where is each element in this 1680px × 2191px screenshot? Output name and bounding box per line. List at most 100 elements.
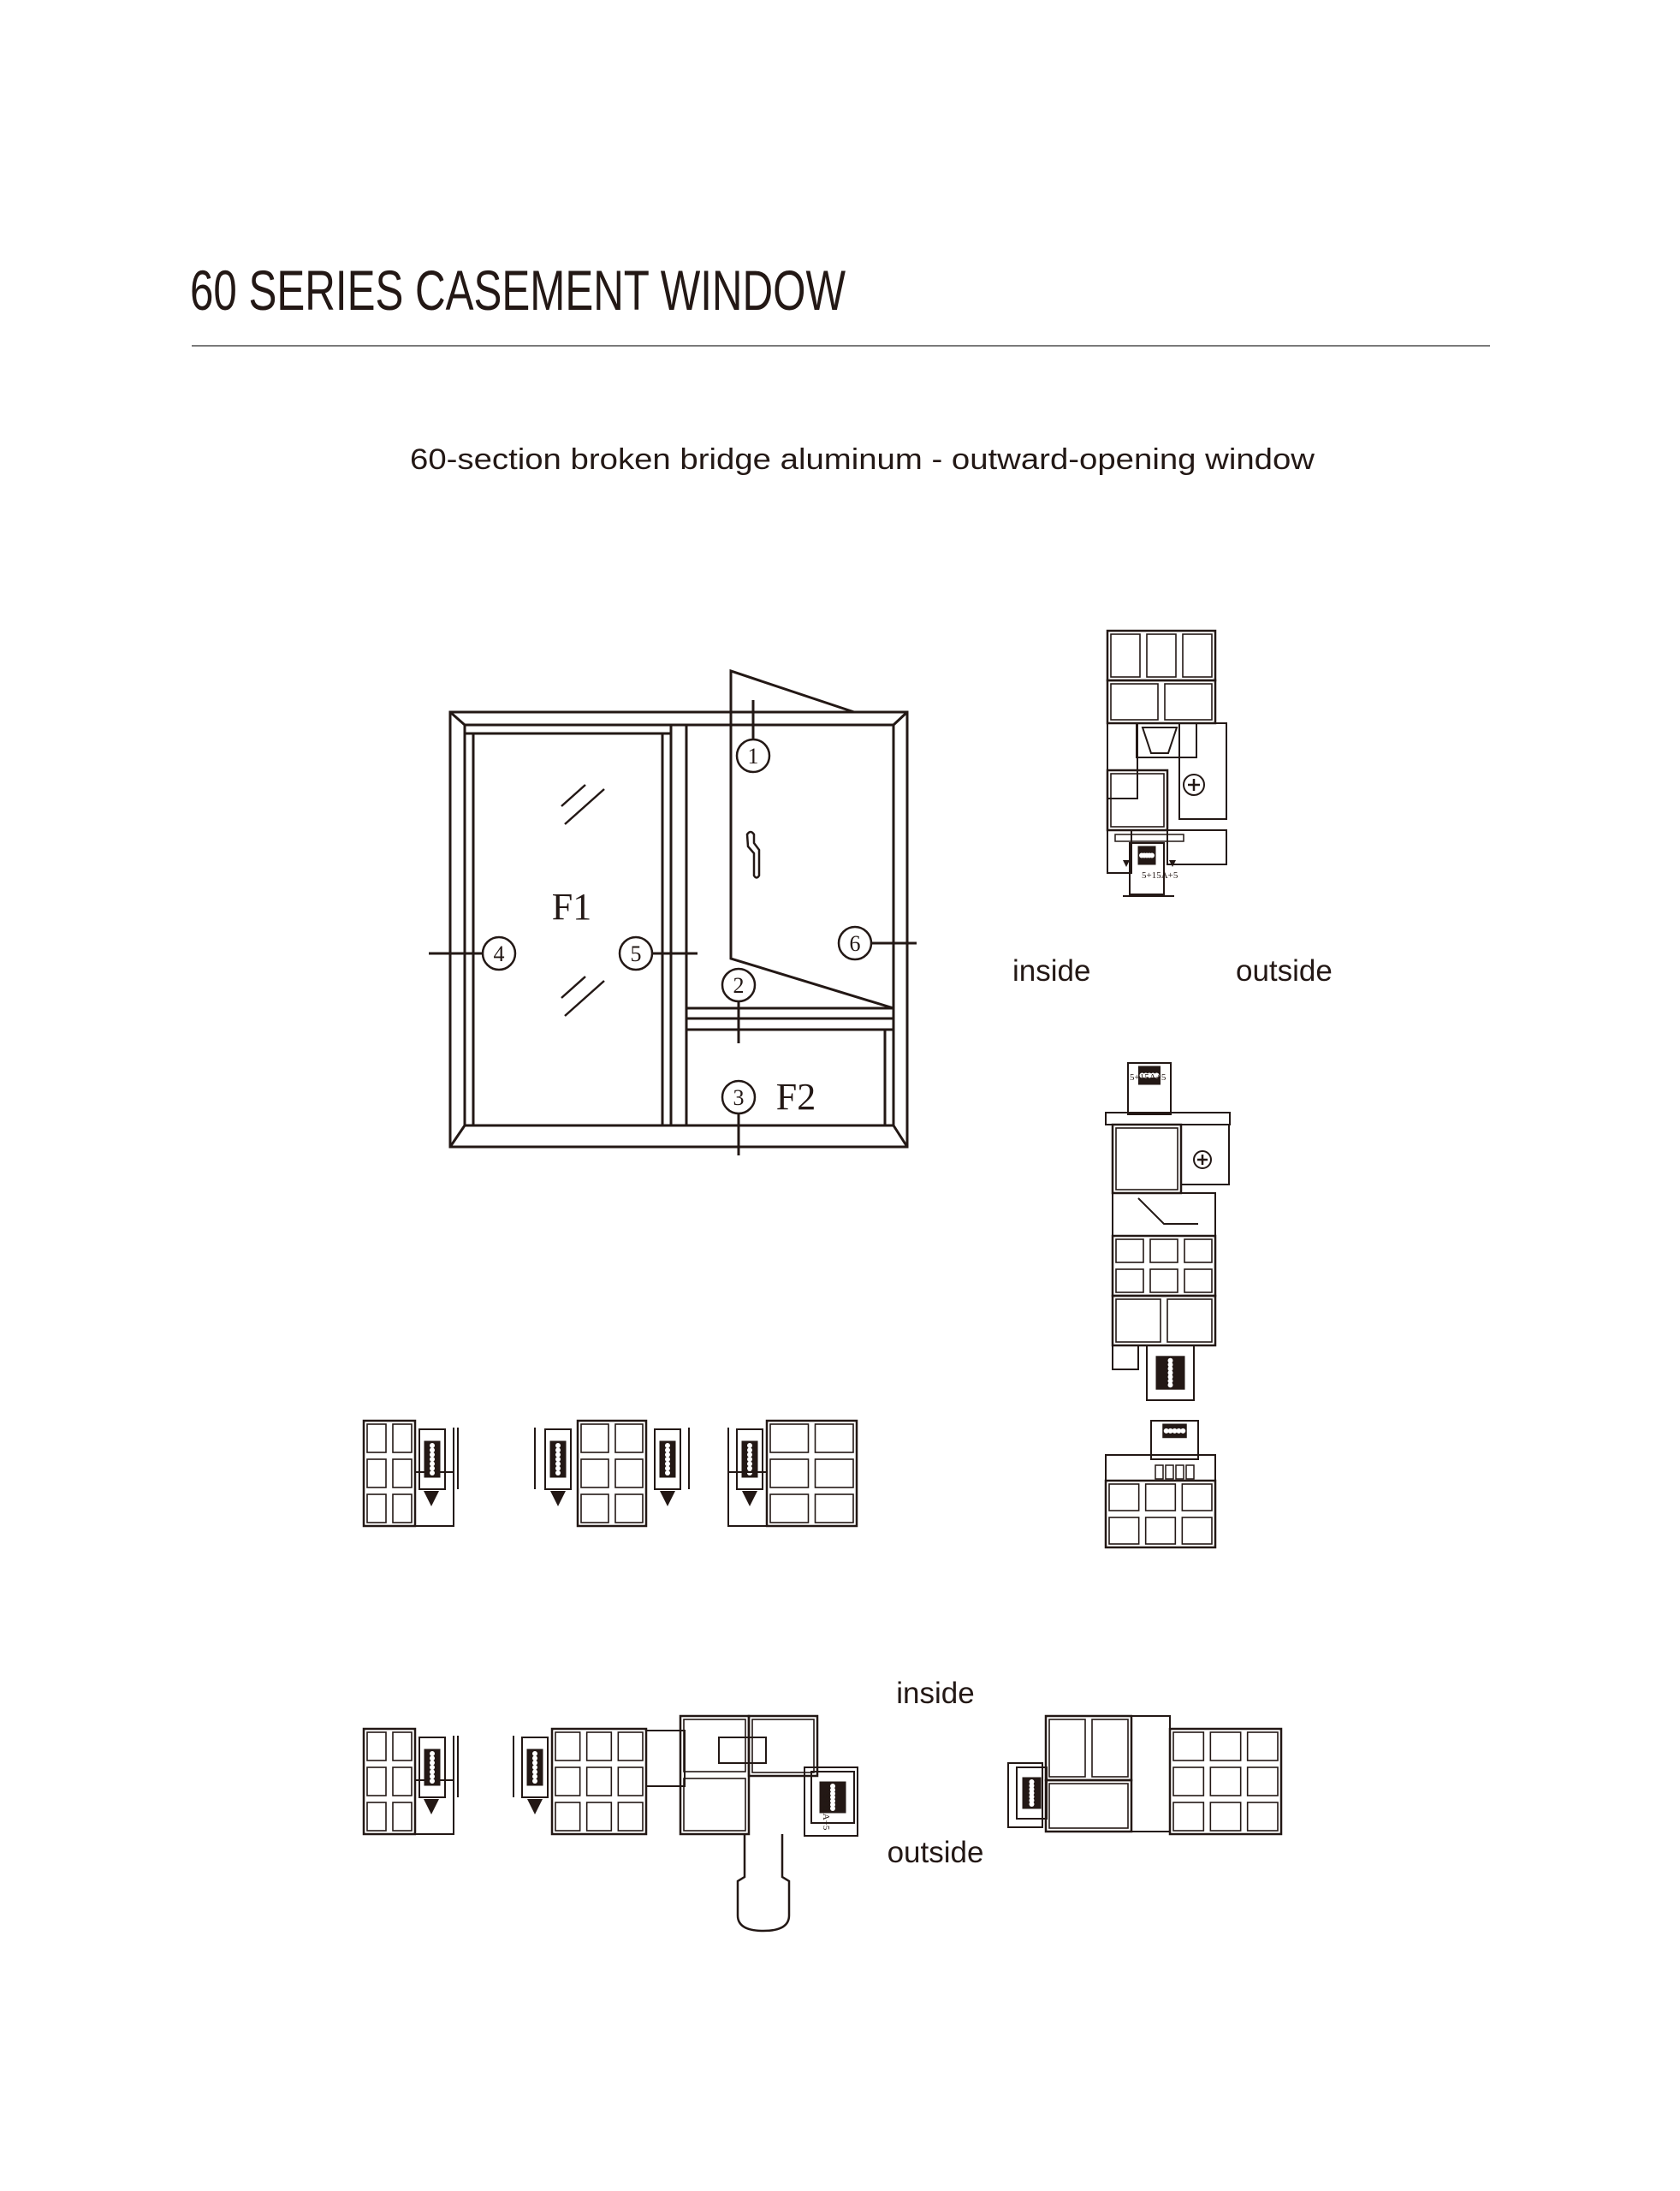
desiccant-dot [1029,1786,1035,1792]
profile-chamber [1246,1731,1279,1761]
desiccant-dot [430,1447,435,1453]
profile-chamber [1172,1802,1205,1832]
glass-unit [654,1428,681,1490]
desiccant-dot [532,1773,537,1779]
desiccant-dot [430,1755,435,1761]
profile-chamber [1172,1766,1205,1796]
profile-chamber [814,1493,854,1523]
outer-frame [448,710,909,1149]
window-handle-icon [736,1834,791,1933]
profile-chamber [1115,1238,1144,1263]
profile-chamber [1172,1731,1205,1761]
gasket [660,1491,675,1506]
glass-unit [736,1428,763,1490]
panel-label-f2: F2 [776,1076,816,1118]
desiccant-dot [747,1461,752,1467]
vertical-section-inside-label: inside [1012,954,1090,988]
profile-chamber [617,1766,644,1796]
desiccant-dot [747,1465,752,1471]
desiccant-dot [830,1784,835,1789]
desiccant-dot [1029,1797,1035,1803]
profile-chamber [1181,1517,1213,1545]
desiccant-dot [1029,1779,1035,1784]
profile-chamber [617,1731,644,1761]
hinge-screw-icon [1193,1150,1212,1169]
profile-outline [362,1727,417,1836]
thermal-break-strip [1114,834,1184,842]
profile-chamber [1091,1719,1129,1778]
desiccant-dot [1163,1428,1169,1434]
desiccant-dot [1167,1370,1173,1375]
desiccant-dot [665,1443,670,1448]
profile-chamber [814,1423,854,1453]
desiccant-dot [430,1470,435,1476]
glass-hatch-marks [561,784,605,1017]
desiccant-dot [430,1452,435,1458]
profile-chamber [769,1423,810,1453]
profile-chamber [555,1802,581,1832]
thermal-break [1137,1197,1198,1225]
profile-chamber [769,1458,810,1488]
gasket [550,1491,566,1506]
profile-chamber [1146,633,1177,678]
profile-outline [550,1727,648,1836]
profile-outline [1104,1479,1217,1549]
desiccant-dot [532,1755,537,1761]
thermal-break [1136,722,1197,758]
profile-chamber [392,1458,413,1488]
desiccant-dot [555,1461,561,1467]
desiccant-dot [430,1769,435,1775]
callout-3-number: 3 [733,1085,745,1110]
profile-chamber [1107,722,1138,799]
desiccant-dot [555,1447,561,1453]
glass-unit [804,1766,858,1837]
callout-1-number: 1 [748,744,759,769]
desiccant-dot [1149,852,1155,858]
profile-outline [1168,1727,1283,1836]
desiccant-dot [830,1795,835,1800]
glass-spec-label: 5+15A+5 [821,1794,831,1831]
desiccant-dot [1029,1790,1035,1796]
desiccant-dot [1154,1072,1160,1078]
horizontal-section-fixed-left [362,1419,459,1528]
glass-unit [1129,842,1165,895]
callout-6 [837,925,873,961]
profile-outline [362,1419,417,1528]
profile-outline [679,1714,751,1836]
horizontal-section-inside-label: inside [896,1677,974,1710]
gasket [527,1799,543,1814]
callout-5-number: 5 [631,941,642,966]
profile-chamber [366,1802,387,1832]
desiccant-dot [1167,1362,1173,1368]
profile-chamber [1048,1719,1086,1778]
desiccant-dot [665,1452,670,1458]
desiccant-dot [830,1790,835,1796]
desiccant-dot [1029,1794,1035,1800]
desiccant-dot [532,1765,537,1770]
desiccant-dot [430,1765,435,1770]
desiccant-dot [430,1443,435,1448]
gasket [1169,860,1176,867]
desiccant-dot [1143,1072,1149,1078]
profile-chamber [366,1423,387,1453]
profile-chamber [614,1423,644,1453]
profile-outline [1044,1778,1133,1833]
profile-outline [1044,1714,1133,1782]
desiccant-dot [430,1461,435,1467]
inner-frame [463,723,895,1127]
profile-section-drawings [362,629,1283,1933]
vertical-section-bottom-frame [1104,1420,1217,1549]
desiccant-dot [1167,1378,1173,1384]
profile-chamber [1149,1238,1178,1263]
profile-chamber [366,1493,387,1523]
gasket [742,1491,757,1506]
profile-chamber [366,1766,387,1796]
profile-chamber [1246,1802,1279,1832]
desiccant-dot [830,1802,835,1808]
profile-chamber [585,1731,613,1761]
profile-chamber [580,1423,609,1453]
profile-chamber [1246,1766,1279,1796]
desiccant-dot [555,1470,561,1476]
desiccant-dot [555,1452,561,1458]
sash-profile [1180,1124,1230,1185]
